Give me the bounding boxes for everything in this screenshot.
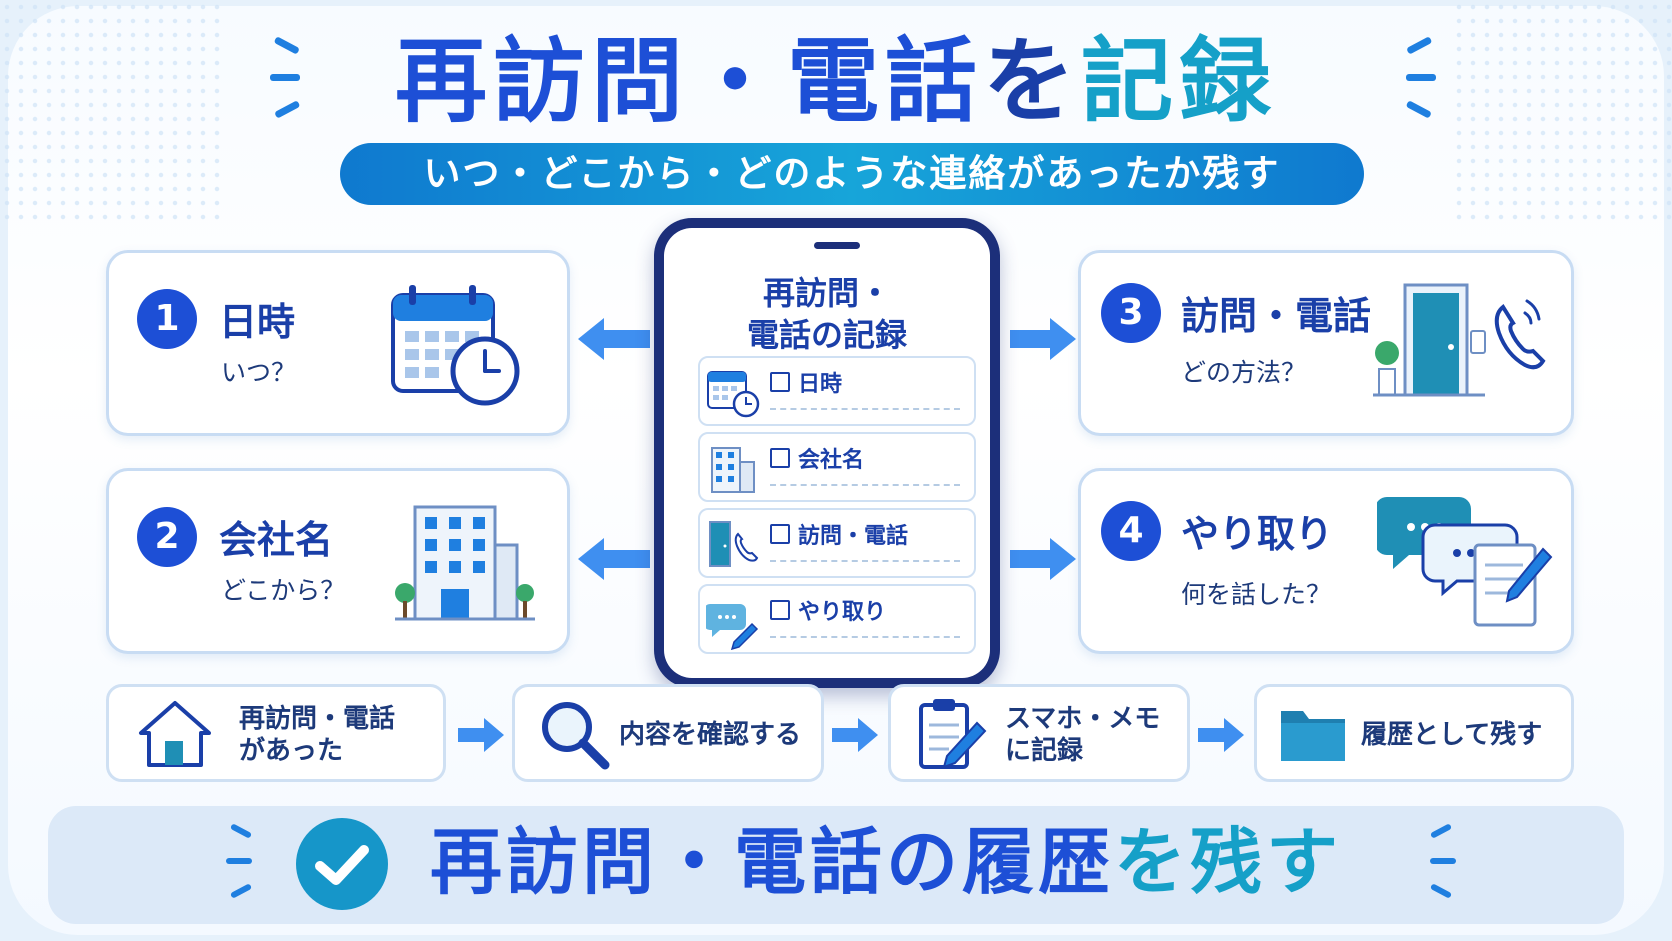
flow-line1: スマホ・メモ xyxy=(1005,704,1161,734)
flow-text: 内容を確認する xyxy=(619,719,801,751)
arrow-right-icon xyxy=(1198,718,1244,752)
card-number: 3 xyxy=(1101,283,1161,343)
flow-step-received: 再訪問・電話 があった xyxy=(106,684,446,782)
dot-pattern-left xyxy=(0,0,220,220)
checklist-row-visit-phone[interactable]: 訪問・電話 xyxy=(698,508,976,578)
arrow-right-icon xyxy=(1010,318,1076,360)
dashed-line xyxy=(770,636,960,638)
checklist-row-datetime[interactable]: 日時 xyxy=(698,356,976,426)
sparkle-icon-left xyxy=(270,37,300,118)
card-subtitle: いつ？ xyxy=(221,358,297,387)
card-exchange: 4 やり取り 何を話した？ xyxy=(1078,468,1574,654)
card-number: 2 xyxy=(137,507,197,567)
checklist-label: 日時 xyxy=(798,372,843,397)
dot-pattern-right xyxy=(1452,0,1672,220)
smartphone: 再訪問・ 電話の記録 日時 会社名 xyxy=(654,218,1000,688)
checklist-row-exchange[interactable]: やり取り xyxy=(698,584,976,654)
arrow-right-icon xyxy=(1010,538,1076,580)
building-icon xyxy=(395,505,535,621)
flow-text: 履歴として残す xyxy=(1361,719,1542,751)
card-number: 1 xyxy=(137,289,197,349)
dashed-line xyxy=(770,560,960,562)
flow-step-record: スマホ・メモ に記録 xyxy=(888,684,1190,782)
flow-line2: に記録 xyxy=(1005,736,1084,766)
banner-part1: 再訪問・電話 xyxy=(430,820,887,904)
banner-part3: 履歴 xyxy=(962,820,1115,904)
checkbox[interactable] xyxy=(770,448,790,468)
card-title: やり取り xyxy=(1181,512,1334,556)
sparkle-icon-right xyxy=(1406,37,1436,118)
title-part2: を xyxy=(982,28,1081,135)
title-part3: 記録 xyxy=(1081,28,1278,135)
card-subtitle: どの方法？ xyxy=(1181,358,1307,387)
calendar-clock-icon xyxy=(707,371,760,418)
house-icon xyxy=(139,701,211,767)
arrow-right-icon xyxy=(832,718,878,752)
dashed-line xyxy=(770,484,960,486)
flow-line2: があった xyxy=(239,736,344,766)
phone-title-line1: 再訪問・ xyxy=(762,274,891,312)
card-subtitle: どこから？ xyxy=(221,576,346,605)
subtitle-banner: いつ・どこから・どのような連絡があったか残す xyxy=(340,143,1364,205)
folder-icon xyxy=(1281,711,1345,761)
banner-part2: の xyxy=(886,820,963,904)
checklist-row-company[interactable]: 会社名 xyxy=(698,432,976,502)
card-subtitle: 何を話した？ xyxy=(1181,580,1332,609)
sparkle-icon-right xyxy=(1430,824,1456,898)
flow-text: 再訪問・電話 があった xyxy=(239,703,395,767)
flow-step-confirm: 内容を確認する xyxy=(512,684,824,782)
phone-title: 再訪問・ 電話の記録 xyxy=(664,272,990,356)
card-company: 2 会社名 どこから？ xyxy=(106,468,570,654)
arrow-left-icon xyxy=(578,318,650,360)
sparkle-icon-left xyxy=(226,824,252,898)
door-phone-icon xyxy=(1373,283,1546,397)
calendar-clock-icon xyxy=(391,285,520,406)
flow-line1: 内容を確認する xyxy=(619,720,802,750)
chat-pen-icon xyxy=(706,604,759,650)
magnifier-icon xyxy=(542,702,610,770)
door-phone-icon xyxy=(709,521,759,567)
flow-text: スマホ・メモ に記録 xyxy=(1005,703,1160,767)
card-number: 4 xyxy=(1101,501,1161,561)
arrow-right-icon xyxy=(458,718,504,752)
phone-screen: 再訪問・ 電話の記録 日時 会社名 xyxy=(664,228,990,678)
building-icon xyxy=(711,447,755,493)
banner-part4: を残す xyxy=(1114,820,1343,904)
checklist-label: 訪問・電話 xyxy=(798,524,909,549)
page-title: 再訪問・電話を記録 xyxy=(0,22,1672,142)
card-title: 訪問・電話 xyxy=(1181,294,1372,338)
flow-line1: 履歴として残す xyxy=(1361,720,1543,750)
phone-title-line2: 電話の記録 xyxy=(746,316,907,354)
banner-heading: 再訪問・電話の履歴を残す xyxy=(430,812,1342,912)
flow-line1: 再訪問・電話 xyxy=(239,704,396,734)
arrow-left-icon xyxy=(578,538,650,580)
dashed-line xyxy=(770,408,960,410)
checklist-label: やり取り xyxy=(798,600,887,625)
checkbox[interactable] xyxy=(770,372,790,392)
card-title: 会社名 xyxy=(219,518,334,562)
phone-notch xyxy=(814,242,860,249)
checkbox[interactable] xyxy=(770,600,790,620)
chat-memo-icon xyxy=(1377,497,1553,627)
clipboard-pen-icon xyxy=(919,699,987,769)
checkmark-circle-icon xyxy=(296,818,388,910)
checklist-label: 会社名 xyxy=(798,448,865,473)
title-part1: 再訪問・電話 xyxy=(394,28,983,135)
flow-step-history: 履歴として残す xyxy=(1254,684,1574,782)
card-datetime: 1 日時 いつ？ xyxy=(106,250,570,436)
checkbox[interactable] xyxy=(770,524,790,544)
card-title: 日時 xyxy=(219,300,296,344)
card-visit-phone: 3 訪問・電話 どの方法？ xyxy=(1078,250,1574,436)
